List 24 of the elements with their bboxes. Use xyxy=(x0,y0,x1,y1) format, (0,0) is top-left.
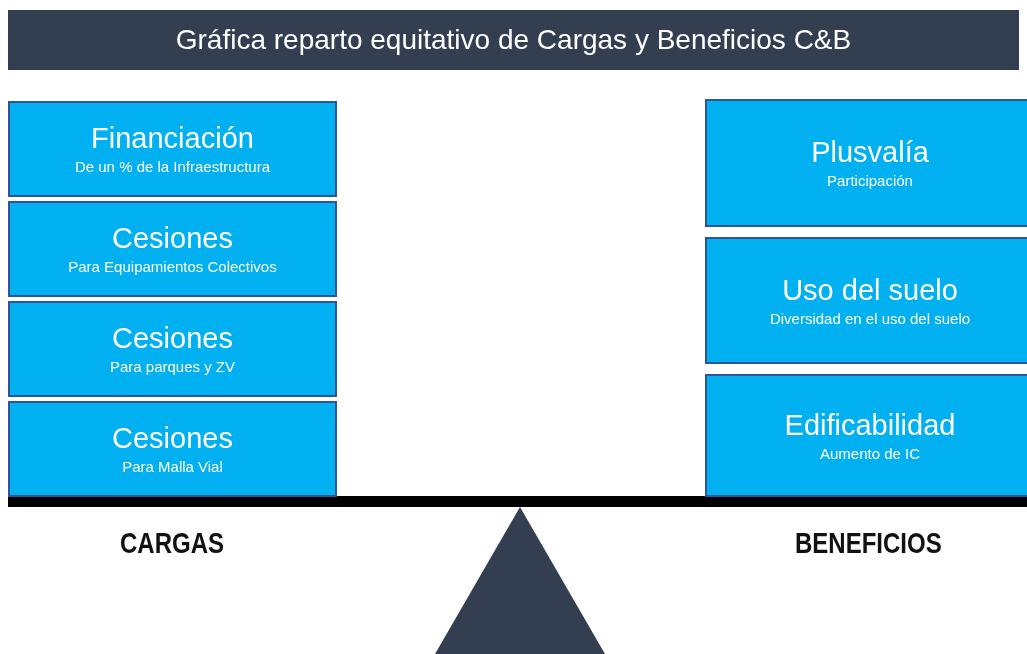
block-heading: Cesiones xyxy=(112,221,233,256)
block-subtitle: Para Equipamientos Colectivos xyxy=(68,257,277,277)
block-heading: Plusvalía xyxy=(811,135,929,170)
stacked-block xyxy=(8,401,337,497)
title-banner: Gráfica reparto equitativo de Cargas y Beneficios C&B xyxy=(8,10,1019,70)
block-subtitle: Participación xyxy=(827,171,913,191)
stacked-block xyxy=(8,201,337,297)
block-heading: Uso del suelo xyxy=(782,272,958,308)
stacked-block xyxy=(8,301,337,397)
side-label: CARGAS xyxy=(120,526,224,560)
block-subtitle: Para Malla Vial xyxy=(122,457,223,477)
block-heading: Financiación xyxy=(91,121,254,156)
block-subtitle: De un % de la Infraestructura xyxy=(74,157,271,177)
stacked-block xyxy=(705,99,1027,227)
block-subtitle: Diversidad en el uso del suelo xyxy=(769,308,971,329)
stacked-block xyxy=(705,374,1027,497)
block-subtitle: Aumento de IC xyxy=(819,443,921,464)
block-heading: Edificabilidad xyxy=(784,407,956,443)
stacked-block xyxy=(705,237,1027,364)
side-label: BENEFICIOS xyxy=(795,526,942,560)
block-subtitle: Para parques y ZV xyxy=(109,357,236,377)
block-heading: Cesiones xyxy=(112,421,233,456)
block-heading: Cesiones xyxy=(112,321,233,356)
stacked-block xyxy=(8,101,337,197)
